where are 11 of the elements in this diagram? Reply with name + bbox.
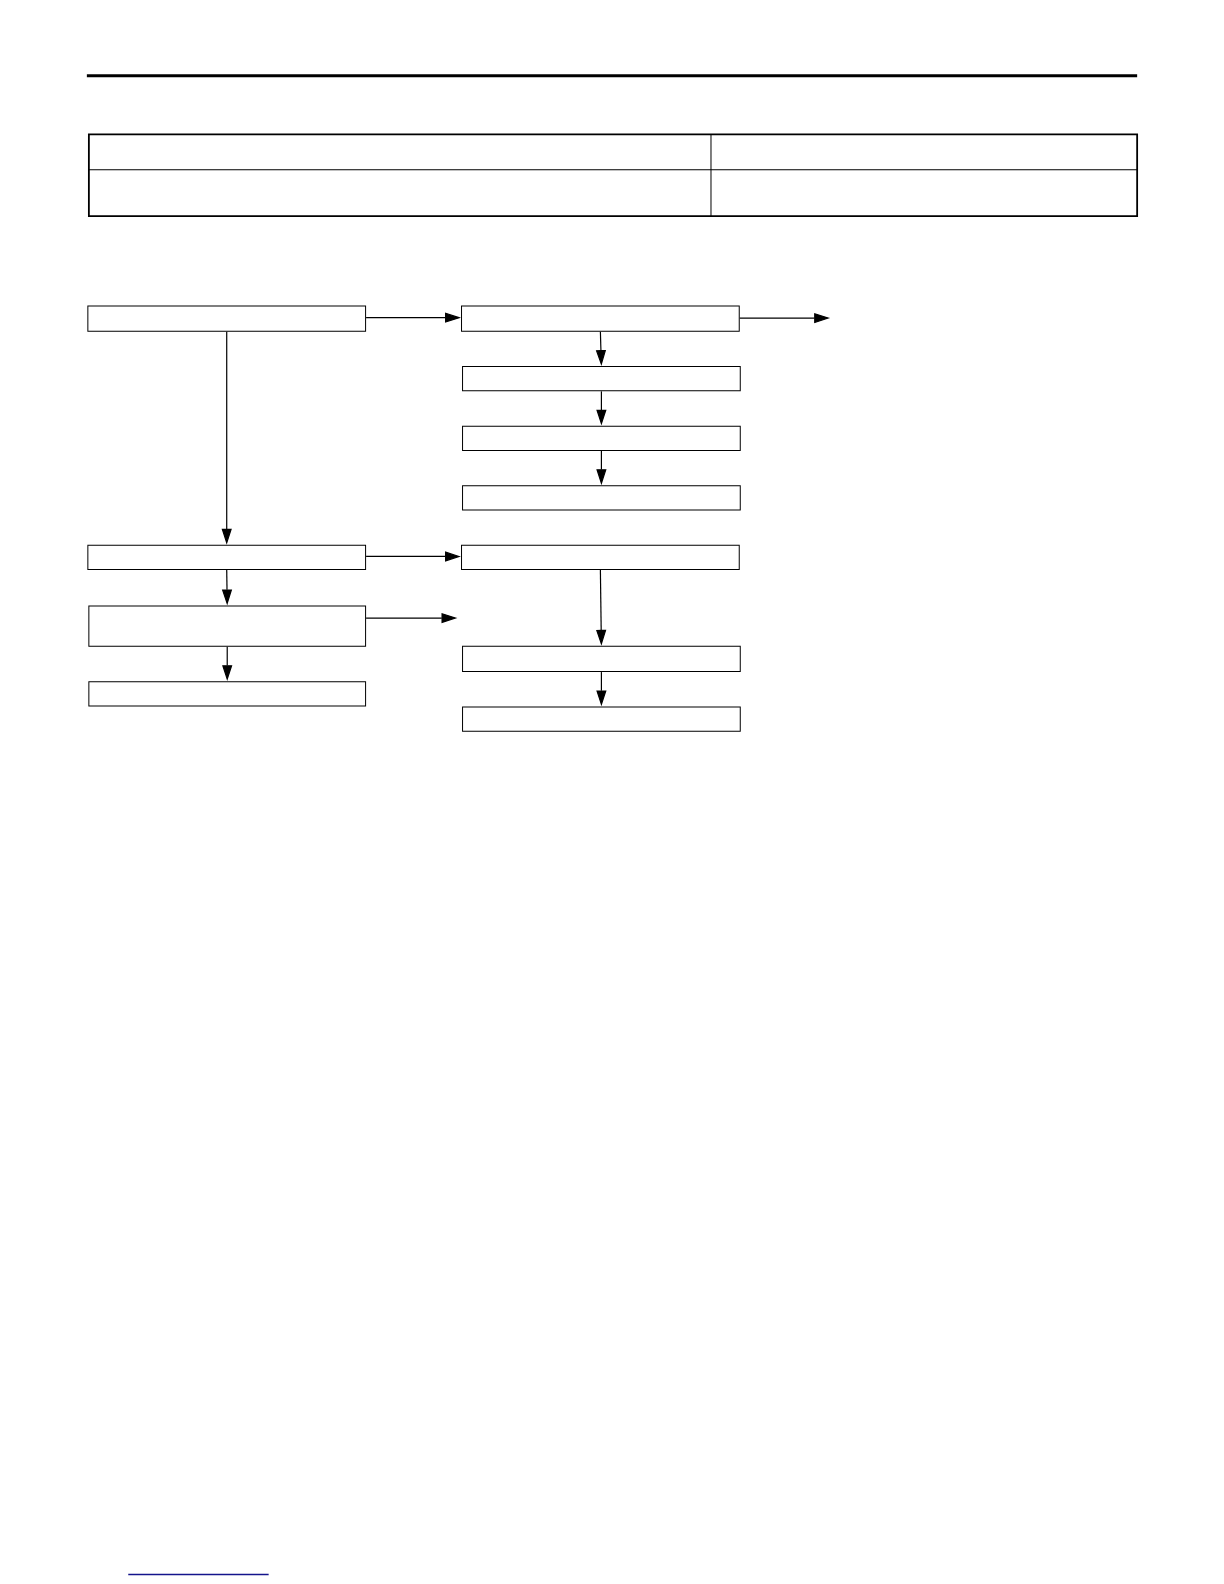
process-box	[462, 645, 741, 673]
process-box	[88, 681, 367, 707]
process-box	[462, 706, 741, 732]
process-box	[461, 544, 740, 571]
process-box	[462, 425, 741, 451]
process-box	[87, 305, 367, 332]
process-box	[461, 305, 740, 332]
process-box	[462, 366, 741, 392]
process-box	[88, 605, 367, 647]
process-box	[87, 544, 367, 571]
process-box	[462, 485, 741, 511]
